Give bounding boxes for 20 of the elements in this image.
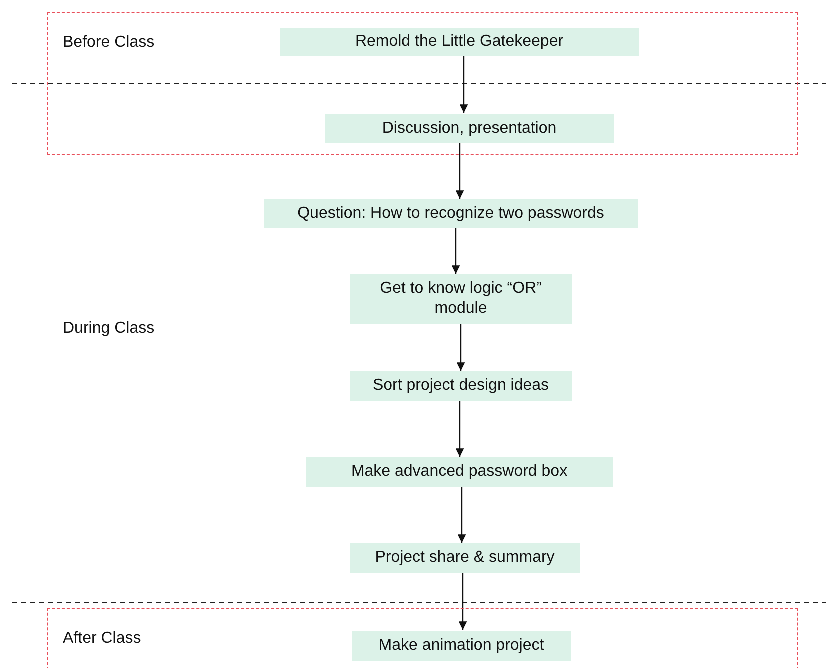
process-box: Sort project design ideas xyxy=(350,371,572,401)
arrow xyxy=(456,142,464,199)
arrow xyxy=(452,228,460,274)
dashed-region xyxy=(47,608,798,668)
process-box: Make animation project xyxy=(352,631,571,661)
arrow xyxy=(460,55,468,113)
phase-label: After Class xyxy=(63,630,142,648)
process-box: Get to know logic “OR” module xyxy=(350,274,572,324)
arrow xyxy=(456,324,466,371)
process-box: Discussion, presentation xyxy=(325,114,614,143)
arrow xyxy=(458,573,468,630)
process-box: Question: How to recognize two passwords xyxy=(264,199,638,228)
process-box: Make advanced password box xyxy=(306,457,613,487)
phase-label: Before Class xyxy=(63,34,155,52)
process-box: Project share & summary xyxy=(350,543,580,573)
arrow xyxy=(458,487,466,543)
dashed-region xyxy=(47,12,798,155)
process-box: Remold the Little Gatekeeper xyxy=(280,28,639,56)
arrow xyxy=(456,401,464,457)
phase-label: During Class xyxy=(63,320,155,338)
